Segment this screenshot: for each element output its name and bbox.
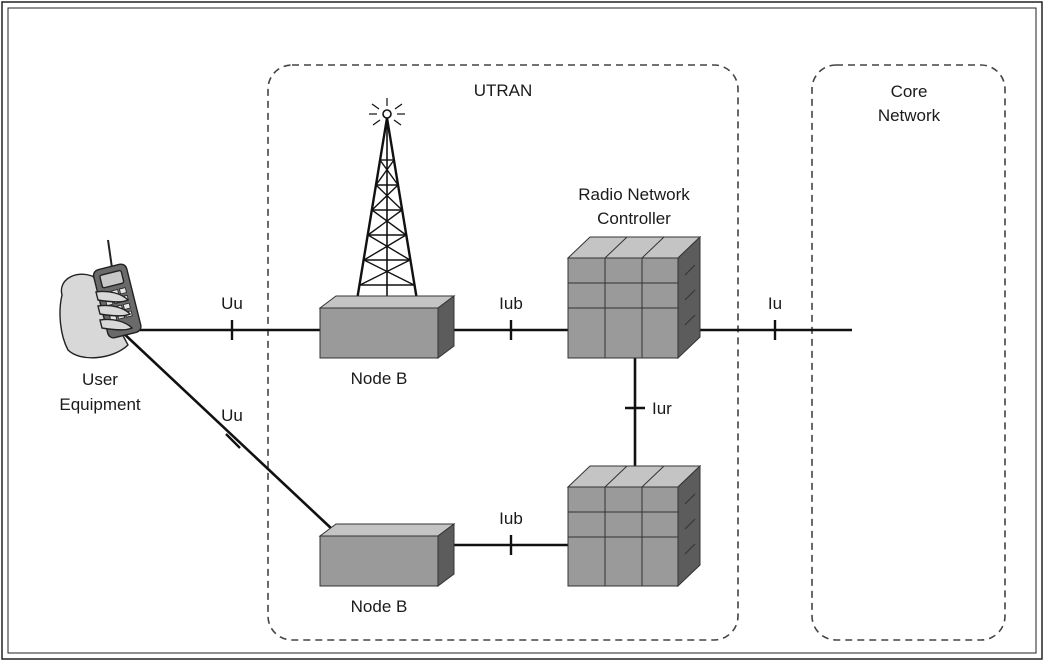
node-b-bottom-box xyxy=(318,523,456,587)
node-b-top-label: Node B xyxy=(351,369,408,388)
rnc-label-line2: Controller xyxy=(597,209,671,228)
uu-bottom-tick xyxy=(225,433,241,449)
rnc-bottom-box xyxy=(566,464,702,588)
mobile-phone-in-hand-icon xyxy=(59,239,142,359)
node-b-top-box xyxy=(318,295,456,359)
uu-top-label: Uu xyxy=(221,294,243,313)
radio-tower-icon xyxy=(355,98,419,301)
user-equipment-label-line1: User xyxy=(82,370,118,389)
iub-bottom-label: Iub xyxy=(499,509,523,528)
iur-label: Iur xyxy=(652,399,672,418)
utran-label: UTRAN xyxy=(474,81,533,100)
interface-ticks xyxy=(225,320,777,555)
node-b-bottom-label: Node B xyxy=(351,597,408,616)
uu-bottom-label: Uu xyxy=(221,406,243,425)
core-network-region xyxy=(811,64,1006,641)
iu-label: Iu xyxy=(768,294,782,313)
core-network-label-line2: Network xyxy=(878,106,941,125)
uu-bottom-link xyxy=(119,329,334,531)
rnc-top-box xyxy=(566,235,702,360)
iub-top-label: Iub xyxy=(499,294,523,313)
core-network-label-line1: Core xyxy=(891,82,928,101)
inner-frame xyxy=(7,7,1037,654)
utran-region xyxy=(267,64,739,641)
user-equipment-label-line2: Equipment xyxy=(59,395,141,414)
rnc-label-line1: Radio Network xyxy=(578,185,690,204)
